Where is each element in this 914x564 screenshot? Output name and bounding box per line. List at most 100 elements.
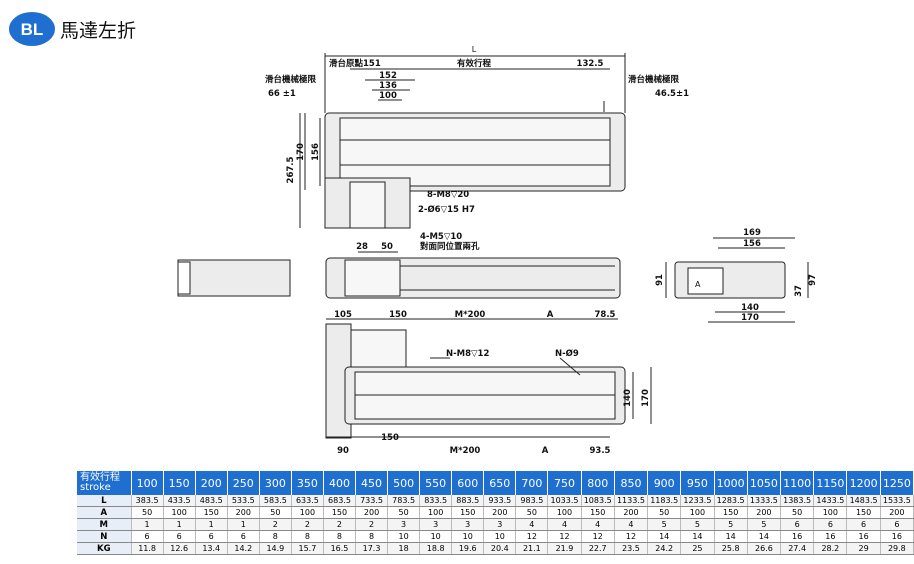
header-stroke-600: 600 — [451, 471, 485, 495]
dim-origin: 滑台原點151 — [329, 58, 381, 69]
dim-37: 37 — [794, 285, 804, 297]
right-limit-label: 滑台機械極限 — [628, 74, 680, 85]
table-cell: 29.8 — [880, 542, 914, 555]
header-stroke-200: 200 — [195, 471, 228, 495]
table-cell: 6 — [846, 518, 881, 531]
technical-drawing: L 滑台原點151 有效行程 132.5 滑台機械極限 66 ±1 滑台機械極限… — [177, 45, 818, 456]
dim-93-5: 93.5 — [590, 446, 611, 456]
table-cell: 50 — [259, 506, 292, 519]
table-cell: 6 — [163, 530, 196, 543]
table-cell: 583.5 — [259, 495, 292, 507]
table-cell: 150 — [714, 506, 748, 519]
table-cell: 1433.5 — [813, 495, 848, 507]
header-stroke-150: 150 — [163, 471, 196, 495]
table-cell: 1183.5 — [647, 495, 682, 507]
dim-A-bottom: A — [542, 446, 549, 456]
table-cell: 4 — [547, 518, 582, 531]
dim-stroke-label: 有效行程 — [457, 58, 492, 69]
dim-170b: 170 — [741, 313, 759, 323]
table-cell: 200 — [355, 506, 389, 519]
table-cell: 14 — [747, 530, 782, 543]
table-cell: 20.4 — [483, 542, 517, 555]
table-cell: 1383.5 — [780, 495, 815, 507]
table-cell: 50 — [131, 506, 164, 519]
table-cell: 4 — [614, 518, 649, 531]
side-hole-label: 4-M5▽10 — [420, 232, 462, 242]
table-cell: 983.5 — [515, 495, 549, 507]
table-cell: 6 — [227, 530, 260, 543]
table-cell: 1333.5 — [747, 495, 782, 507]
table-cell: 3 — [451, 518, 485, 531]
table-cell: 3 — [419, 518, 453, 531]
badge-label: BL — [21, 20, 44, 39]
header-stroke-1000: 1000 — [714, 471, 748, 495]
page-title: 馬達左折 — [60, 20, 137, 42]
table-cell: 5 — [747, 518, 782, 531]
table-cell: 11.8 — [131, 542, 164, 555]
end-A: A — [695, 280, 701, 289]
table-cell: 21.9 — [547, 542, 582, 555]
table-cell: 1483.5 — [846, 495, 881, 507]
header-stroke-700: 700 — [515, 471, 549, 495]
table-cell: 100 — [291, 506, 324, 519]
bl-badge: BL — [9, 12, 55, 46]
table-cell: 21.1 — [515, 542, 549, 555]
header-stroke-sub: stroke — [80, 482, 111, 493]
header-stroke-950: 950 — [680, 471, 715, 495]
table-cell: 6 — [195, 530, 228, 543]
table-cell: 3 — [387, 518, 421, 531]
table-cell: 8 — [291, 530, 324, 543]
table-cell: 6 — [813, 518, 848, 531]
dim-169: 169 — [743, 228, 761, 238]
header-stroke-850: 850 — [614, 471, 649, 495]
hole-n2: N-Ø9 — [555, 348, 579, 359]
table-cell: 1233.5 — [680, 495, 715, 507]
table-cell: 14.2 — [227, 542, 260, 555]
table-cell: 18 — [387, 542, 421, 555]
row-label: L — [77, 495, 132, 507]
side-hole-note: 對面同位置兩孔 — [420, 241, 480, 252]
table-cell: 28.2 — [813, 542, 848, 555]
table-cell: 100 — [163, 506, 196, 519]
dim-156: 156 — [311, 143, 321, 161]
table-cell: 8 — [323, 530, 357, 543]
header-stroke-100: 100 — [131, 471, 164, 495]
row-label: A — [77, 506, 132, 519]
dim-140: 140 — [741, 303, 759, 313]
table-cell: 10 — [387, 530, 421, 543]
table-cell: 200 — [880, 506, 914, 519]
table-cell: 14 — [647, 530, 682, 543]
table-cell: 1 — [163, 518, 196, 531]
table-cell: 1 — [131, 518, 164, 531]
header-stroke-label: 有效行程 — [80, 472, 120, 483]
dim-78-5: 78.5 — [595, 310, 616, 320]
row-label: M — [77, 518, 132, 531]
table-cell: 533.5 — [227, 495, 260, 507]
table-cell: 5 — [714, 518, 748, 531]
table-cell: 2 — [291, 518, 324, 531]
table-cell: 5 — [680, 518, 715, 531]
table-cell: 1 — [227, 518, 260, 531]
table-cell: 3 — [483, 518, 517, 531]
table-cell: 1033.5 — [547, 495, 582, 507]
table-cell: 100 — [813, 506, 848, 519]
table-cell: 8 — [355, 530, 389, 543]
table-cell: 26.6 — [747, 542, 782, 555]
dim-91: 91 — [655, 274, 665, 286]
header-stroke-650: 650 — [483, 471, 517, 495]
dim-152: 152 — [379, 71, 397, 81]
table-cell: 100 — [680, 506, 715, 519]
table-cell: 783.5 — [387, 495, 421, 507]
right-limit-value: 46.5±1 — [655, 89, 689, 99]
table-cell: 10 — [483, 530, 517, 543]
table-cell: 25.8 — [714, 542, 748, 555]
dim-136: 136 — [379, 81, 397, 91]
table-cell: 483.5 — [195, 495, 228, 507]
dim-97: 97 — [808, 274, 818, 286]
table-cell: 1133.5 — [614, 495, 649, 507]
table-cell: 50 — [647, 506, 682, 519]
table-cell: 29 — [846, 542, 881, 555]
